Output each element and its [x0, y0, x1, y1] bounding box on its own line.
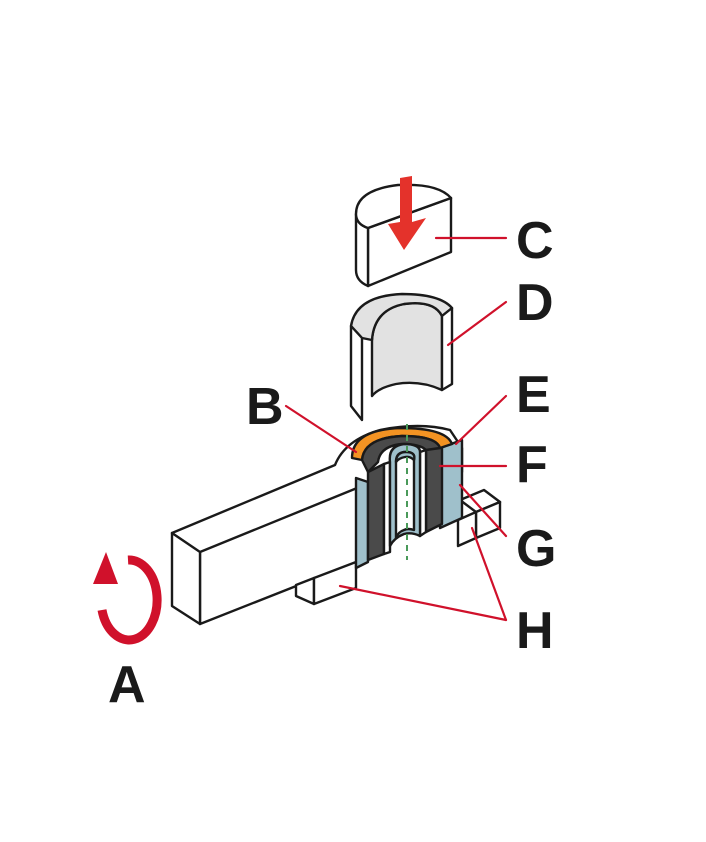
part-g-housing-wall	[354, 476, 370, 570]
leader-b	[284, 404, 358, 454]
label-a: A	[108, 656, 146, 714]
leader-g	[458, 483, 508, 538]
label-d: D	[516, 274, 554, 332]
label-c: C	[516, 212, 554, 270]
press-down-arrow-icon	[388, 176, 426, 250]
part-h-tab-lower	[294, 560, 358, 606]
part-h-tab-right	[456, 488, 502, 548]
label-g: G	[516, 520, 556, 578]
leader-h2	[470, 526, 508, 622]
label-e: E	[516, 366, 551, 424]
part-e-outer-ring	[366, 462, 386, 562]
label-h: H	[516, 602, 554, 660]
leader-e	[454, 394, 508, 446]
housing-cutaway	[350, 426, 464, 570]
label-b: B	[246, 378, 284, 436]
label-f: F	[516, 436, 548, 494]
part-d-sleeve	[349, 292, 454, 422]
rotation-arrow-icon	[93, 552, 162, 645]
leader-lines	[284, 236, 508, 622]
leader-d	[446, 300, 508, 347]
leader-h1	[338, 584, 508, 622]
